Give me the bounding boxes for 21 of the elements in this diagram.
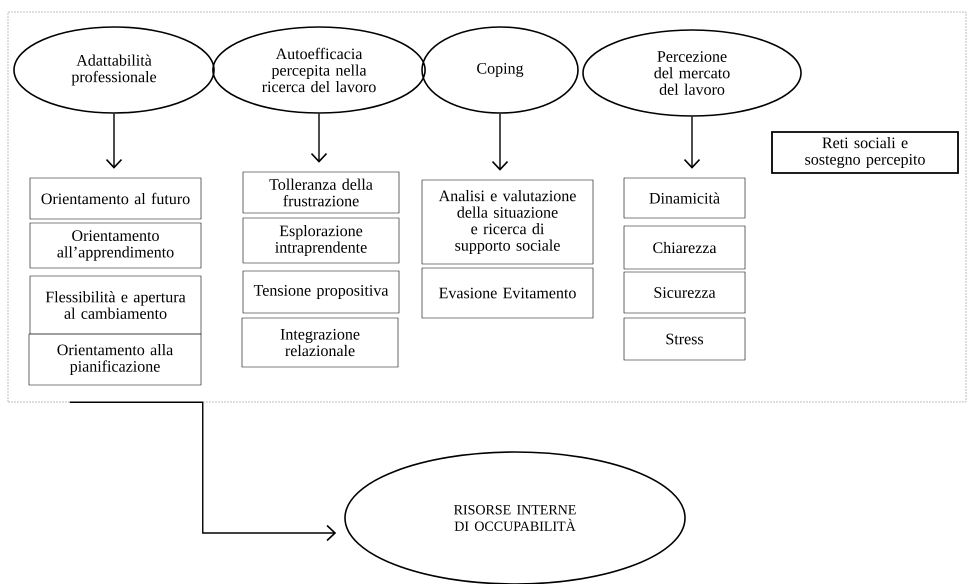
dimension-box: Chiarezza [624,226,746,270]
factor-box: Reti sociali e sostegno percepito [771,131,959,174]
dimension-box: Tolleranza della frustrazione [242,172,400,214]
dimension-box: Evasione Evitamento [422,268,594,318]
dimension-box: Orientamento al futuro [30,178,202,220]
dimension-box: Dinamicità [624,178,746,218]
dimension-box: Analisi e valutazione della situazione e ricerca di supporto sociale [422,180,594,264]
arrow [492,114,508,171]
dotted-frame [8,12,966,402]
arrow [310,114,328,163]
dimension-box: Flessibilità e apertura al cambiamento [30,276,202,334]
dimension-box: Orientamento all’apprendimento [30,222,202,268]
arrow [684,116,700,169]
dimension-box: Orientamento alla pianificazione [28,334,202,386]
dimension-box: Sicurezza [624,272,746,314]
dimension-box: Stress [624,318,746,360]
arrow [70,402,336,542]
arrow [106,114,122,169]
dimension-box: Tensione propositiva [242,270,400,314]
dimension-box: Esplorazione intraprendente [242,218,400,264]
dimension-box: Integrazione relazionale [242,318,398,368]
